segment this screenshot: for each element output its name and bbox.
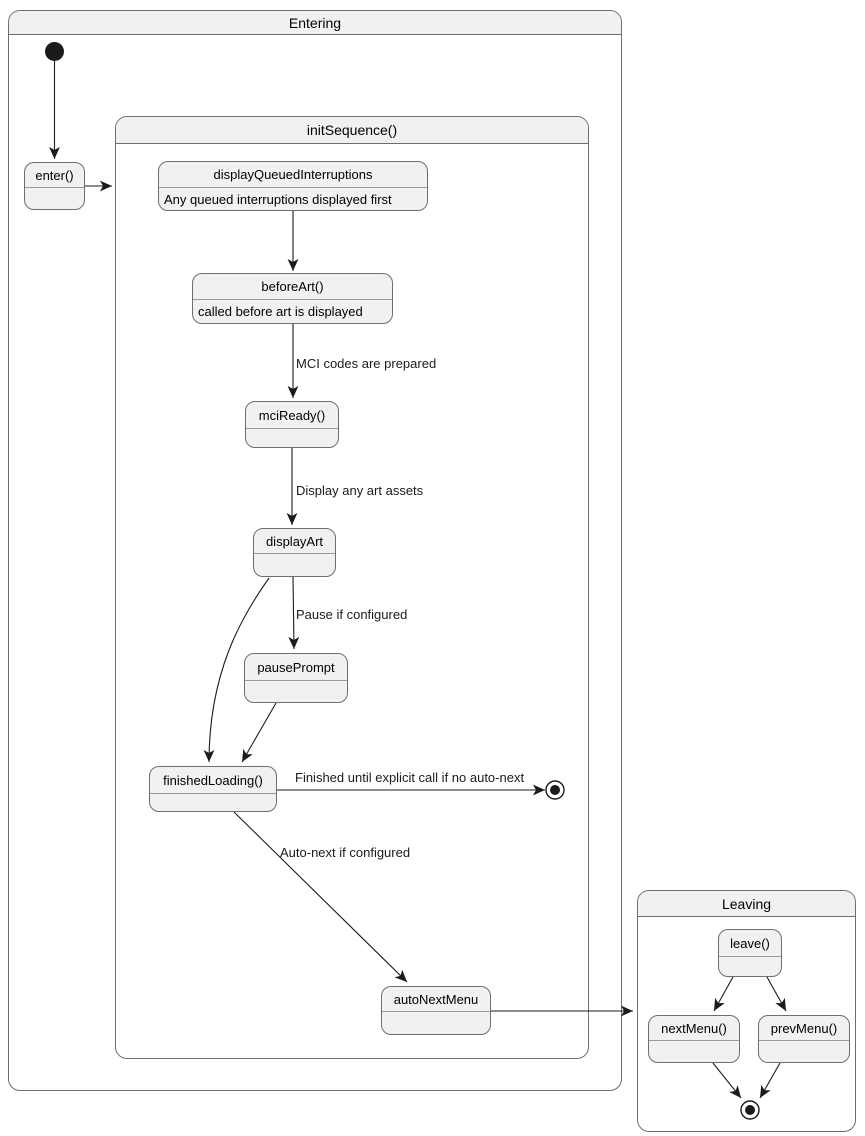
container-init-sequence-title: initSequence() xyxy=(116,117,588,144)
state-mci-ready-body xyxy=(246,429,338,447)
state-display-art: displayArt xyxy=(253,528,336,577)
state-auto-next-menu: autoNextMenu xyxy=(381,986,491,1035)
state-leave: leave() xyxy=(718,929,782,977)
edge-finished-loading-to-auto-next-menu xyxy=(233,811,408,983)
container-entering: Entering xyxy=(8,10,622,1091)
container-init-sequence: initSequence() xyxy=(115,116,589,1059)
edge-label-finished-until: Finished until explicit call if no auto-… xyxy=(295,770,525,785)
state-finished-loading-body xyxy=(150,794,276,811)
state-prev-menu-body xyxy=(759,1041,849,1062)
edge-label-auto-next: Auto-next if configured xyxy=(280,845,411,860)
state-enter-body xyxy=(25,188,84,209)
edge-display-art-to-finished-loading xyxy=(203,577,270,763)
state-leave-title: leave() xyxy=(719,930,781,957)
state-before-art-body: called before art is displayed xyxy=(198,304,363,319)
state-pause-prompt: pausePrompt xyxy=(244,653,348,703)
state-next-menu: nextMenu() xyxy=(648,1015,740,1063)
state-next-menu-title: nextMenu() xyxy=(649,1016,739,1041)
state-prev-menu: prevMenu() xyxy=(758,1015,850,1063)
container-leaving: Leaving xyxy=(637,890,856,1132)
edge-pause-prompt-to-finished-loading xyxy=(241,702,277,763)
state-display-art-body xyxy=(254,554,335,576)
final-state-leaving-icon xyxy=(740,1100,760,1120)
edge-display-art-to-pause-prompt xyxy=(288,576,300,650)
state-display-queued-interruptions: displayQueuedInterruptions Any queued in… xyxy=(158,161,428,211)
initial-state-dot xyxy=(45,42,64,61)
edge-label-display-assets: Display any art assets xyxy=(296,483,424,498)
state-auto-next-menu-title: autoNextMenu xyxy=(382,987,490,1012)
state-before-art: beforeArt() called before art is display… xyxy=(192,273,393,324)
container-leaving-title: Leaving xyxy=(638,891,855,917)
edge-prev-menu-to-final xyxy=(759,1062,781,1099)
state-mci-ready: mciReady() xyxy=(245,401,339,448)
state-mci-ready-title: mciReady() xyxy=(246,402,338,429)
state-finished-loading: finishedLoading() xyxy=(149,766,277,812)
edge-leave-to-next-menu xyxy=(713,976,734,1012)
edge-next-menu-to-final xyxy=(712,1062,742,1099)
state-display-queued-interruptions-title: displayQueuedInterruptions xyxy=(159,162,427,188)
state-enter-title: enter() xyxy=(25,163,84,188)
edge-label-mci-codes: MCI codes are prepared xyxy=(296,356,437,371)
state-enter: enter() xyxy=(24,162,85,210)
state-display-art-title: displayArt xyxy=(254,529,335,554)
container-entering-title: Entering xyxy=(9,11,621,35)
state-leave-body xyxy=(719,957,781,976)
state-prev-menu-title: prevMenu() xyxy=(759,1016,849,1041)
state-display-queued-interruptions-body: Any queued interruptions displayed first xyxy=(164,191,392,207)
state-before-art-title: beforeArt() xyxy=(193,274,392,300)
state-next-menu-body xyxy=(649,1041,739,1062)
state-auto-next-menu-body xyxy=(382,1012,490,1034)
edge-label-pause-if-configured: Pause if configured xyxy=(296,607,408,622)
final-state-entering-icon xyxy=(545,780,565,800)
edge-leave-to-prev-menu xyxy=(766,976,787,1012)
state-finished-loading-title: finishedLoading() xyxy=(150,767,276,794)
state-pause-prompt-body xyxy=(245,681,347,702)
state-pause-prompt-title: pausePrompt xyxy=(245,654,347,681)
